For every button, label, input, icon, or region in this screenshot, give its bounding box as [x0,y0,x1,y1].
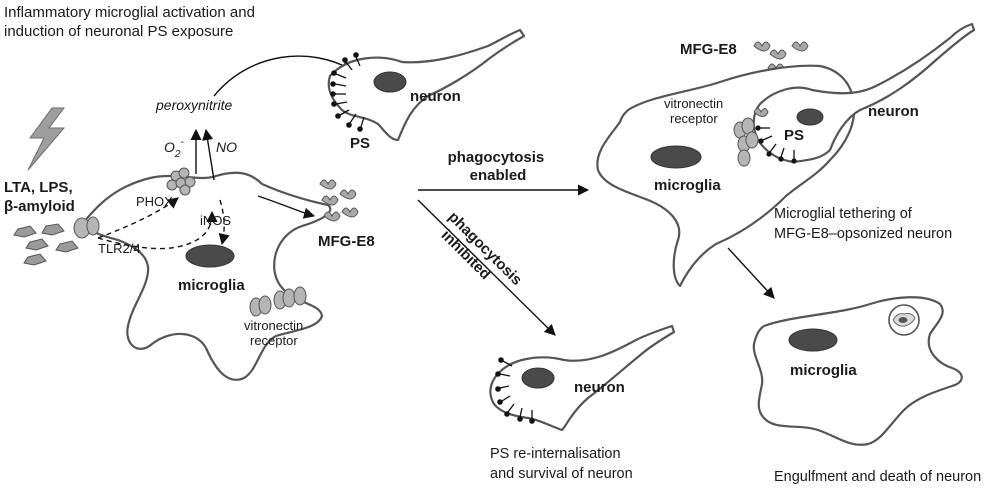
stimuli-line-2: β-amyloid [4,198,75,215]
no-label: NO [216,139,237,155]
neuron-bottom-nucleus [521,367,555,389]
ps-top-label: PS [350,135,370,152]
neuron-right-label: neuron [868,103,919,120]
engulfment-caption: Engulfment and death of neuron [774,469,981,485]
microglia-left-label: microglia [178,277,245,294]
microglia-nucleus [185,244,235,268]
tlr-receptor [73,216,100,239]
mfg-e8-particles-left [319,179,359,222]
survival-caption: PS re-internalisation and survival of ne… [490,446,633,482]
phox-complex [166,167,196,196]
microglia-to-mfg-arrow [257,195,316,219]
ps-right-label: PS [784,127,804,144]
tlr-to-inos-arrow [97,210,218,250]
microglia-bottom-label: microglia [790,362,857,379]
peroxynitrite-to-neuron-arrow [213,55,353,97]
mfg-e8-left-label: MFG-E8 [318,233,375,250]
neuron-top-nucleus [373,71,407,93]
ligand-hexagon [13,225,37,238]
microglia-right-label: microglia [654,177,721,194]
no-arrow [202,128,215,181]
tethering-caption: Microglial tethering of MFG-E8–opsonized… [774,206,952,242]
ligand-group [13,223,79,266]
neuron-bottom-cell [489,324,676,432]
diagram-title: Inflammatory microglial activation and i… [4,4,259,40]
neuron-top-label: neuron [410,88,461,105]
tethered-neuron-nucleus [796,108,824,126]
tlr-label: TLR2/4 [98,241,141,256]
tethering-to-engulfment-arrow [727,247,775,299]
engulfing-microglia-cell [752,296,963,446]
vitronectin-right-label: vitronectin receptor [664,96,727,126]
ligand-hexagon [41,223,65,236]
vitronectin-receptor-right [733,108,769,167]
inos-to-nucleus-arrow [218,199,230,246]
phagocytosis-inhibited-label: phagocytosis inhibited [432,208,528,304]
engulfed-neuron-phagosome [888,304,920,336]
ligand-hexagon [23,253,47,266]
phagocytosis-inhibited-arrow [417,199,556,336]
title-line-2: induction of neuronal PS exposure [4,23,233,40]
neuron-top-cell [327,28,526,142]
ps-pins-top [330,52,365,132]
lightning-icon [27,107,66,171]
engulfing-microglia-nucleus [788,328,838,352]
stimuli-line-1: LTA, LPS, [4,179,73,196]
phox-label: PHOX [136,194,173,209]
peroxynitrite-label: peroxynitrite [155,97,232,113]
tlr-to-phox-arrow [97,197,179,239]
vitronectin-receptor-left [249,286,307,317]
tethering-microglia-nucleus [650,145,702,169]
mfg-e8-right-label: MFG-E8 [680,41,737,58]
ligand-hexagon [55,240,79,253]
ps-pins-right [755,125,797,164]
ps-pins-bottom [495,357,535,424]
title-line-1: Inflammatory microglial activation and [4,4,255,21]
ligand-hexagon [25,238,49,251]
activated-microglia-cell [82,171,332,381]
vitronectin-left-label: vitronectin receptor [244,318,307,348]
o2-label: O2- [164,137,184,160]
neuron-bottom-label: neuron [574,379,625,396]
stimuli-label: LTA, LPS, β-amyloid [4,179,77,215]
phagocytosis-enabled-label: phagocytosis enabled [448,149,549,184]
inos-label: iNOS [200,213,231,228]
tethered-neuron-cell [752,22,976,164]
